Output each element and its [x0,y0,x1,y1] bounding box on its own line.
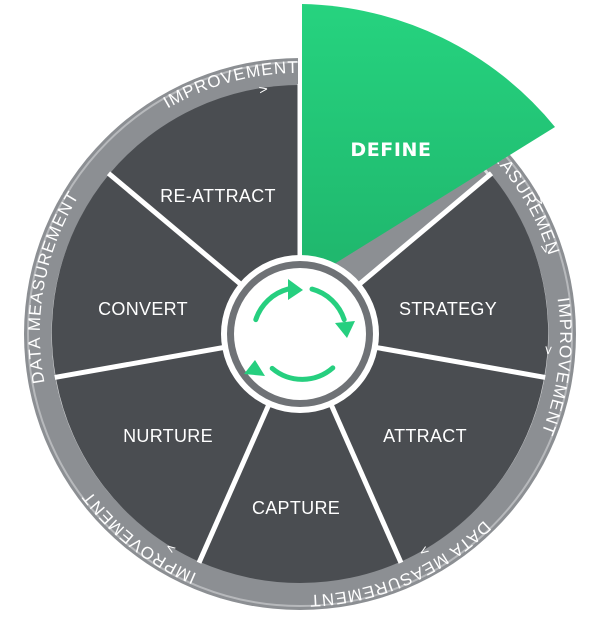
segment-capture[interactable] [199,334,401,583]
chevron-right-icon: > [257,82,269,97]
segment-label-strategy: STRATEGY [399,299,497,319]
segment-label-define: DEFINE [350,139,431,161]
chevron-right-icon: > [288,609,298,623]
chevron-right-icon: > [13,325,27,335]
center-hub [221,255,379,413]
segment-label-convert: CONVERT [98,299,188,319]
chevron-right-icon: > [537,242,553,255]
segment-label-attract: ATTRACT [383,426,467,446]
cycle-arrows-icon [244,279,355,382]
segment-attract[interactable] [300,334,545,562]
chevron-right-icon: > [541,345,556,356]
segment-label-re-attract: RE-ATTRACT [160,186,276,206]
segment-define[interactable] [302,4,555,284]
segment-nurture[interactable] [55,334,300,562]
segment-label-capture: CAPTURE [252,498,340,518]
segment-label-nurture: NURTURE [123,426,213,446]
ring-chevrons: > > > > > > > > > [13,82,556,623]
